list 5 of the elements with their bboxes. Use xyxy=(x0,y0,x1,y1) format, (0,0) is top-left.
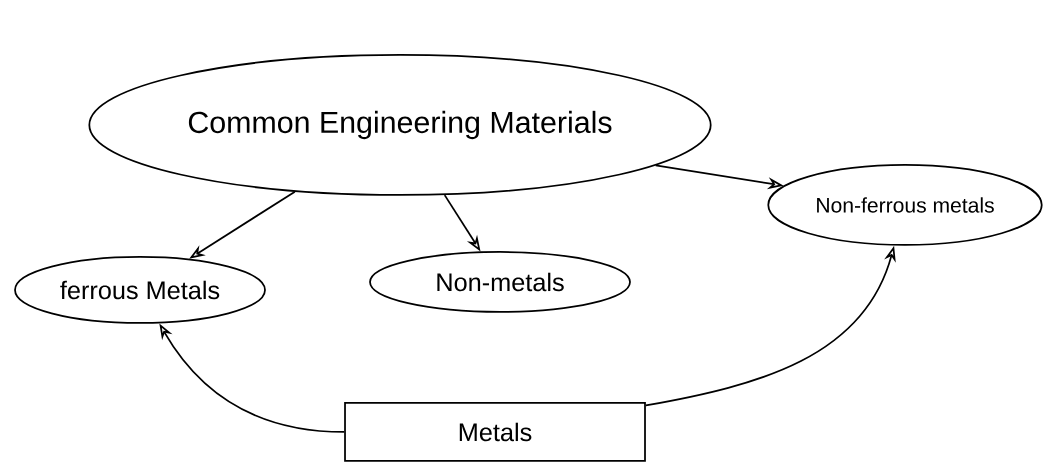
ellipse-node: ferrous Metals xyxy=(14,256,266,324)
ellipse-node: Non-ferrous metals xyxy=(767,164,1043,246)
ellipse-node: Common Engineering Materials xyxy=(88,54,712,196)
process-box: Metals xyxy=(344,402,646,462)
ellipse-node: Non-metals xyxy=(369,251,631,313)
